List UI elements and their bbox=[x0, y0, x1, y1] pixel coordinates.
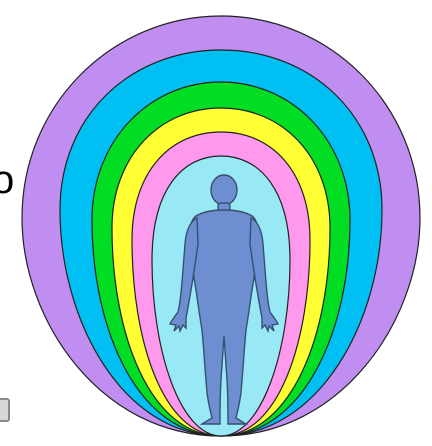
edge-window-fragment bbox=[0, 398, 10, 422]
figure-head bbox=[211, 175, 237, 205]
edge-text-fragment: o bbox=[0, 160, 14, 200]
